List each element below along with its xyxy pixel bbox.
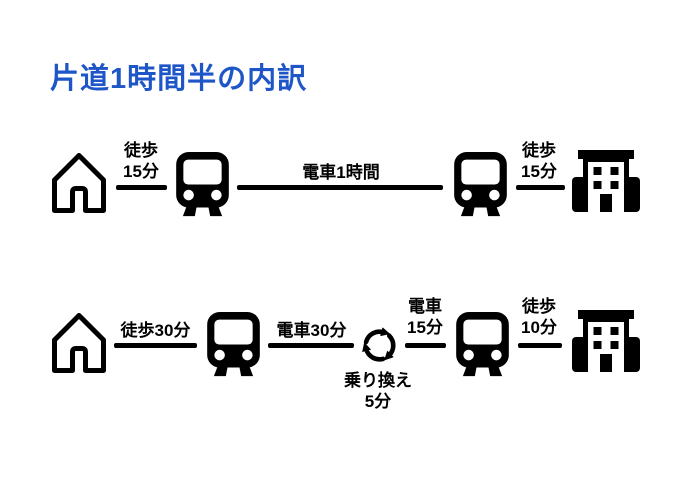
- route1-walk2-label: 徒歩 15分: [506, 140, 572, 182]
- office-building-icon: [572, 150, 640, 212]
- route2-walk2-line: [518, 343, 562, 348]
- train-icon: [453, 152, 508, 219]
- route1-walk2-line2: 15分: [521, 162, 557, 181]
- route1-walk1-line2: 15分: [123, 162, 159, 181]
- transfer-cycle-icon: [358, 324, 401, 367]
- house-icon: [52, 152, 106, 213]
- route2-transfer-line1: 乗り換え: [344, 371, 412, 390]
- route2-walk2-label: 徒歩 10分: [509, 296, 569, 338]
- house-icon: [52, 312, 106, 373]
- route2-walk2-line2: 10分: [521, 318, 557, 337]
- route2-train2-line2: 15分: [407, 318, 443, 337]
- train-icon: [455, 312, 510, 379]
- route2-train1-label: 電車30分: [276, 321, 347, 340]
- route2-transfer-line2: 5分: [364, 392, 392, 411]
- route2-transfer-label: 乗り換え 5分: [328, 370, 428, 412]
- route2-train2-line: [405, 343, 446, 348]
- route1-train-line: [237, 185, 443, 190]
- route1-walk2-line1: 徒歩: [522, 141, 556, 160]
- route2-walk2-line1: 徒歩: [522, 297, 556, 316]
- route2-train2-label: 電車 15分: [395, 296, 455, 338]
- train-icon: [206, 312, 261, 379]
- route1-walk1-line1: 徒歩: [124, 141, 158, 160]
- route1-train-label: 電車1時間: [302, 163, 380, 182]
- route2-walk1-line: [114, 343, 197, 348]
- route1-walk1-line: [116, 185, 167, 190]
- train-icon: [175, 152, 230, 219]
- route1-walk1-label: 徒歩 15分: [106, 140, 176, 182]
- route1-walk2-line: [516, 185, 565, 190]
- route2-train1-line: [268, 343, 354, 348]
- office-building-icon: [572, 310, 640, 372]
- page-title: 片道1時間半の内訳: [50, 63, 308, 95]
- route2-train2-line1: 電車: [408, 297, 442, 316]
- route2-walk1-label: 徒歩30分: [120, 321, 191, 340]
